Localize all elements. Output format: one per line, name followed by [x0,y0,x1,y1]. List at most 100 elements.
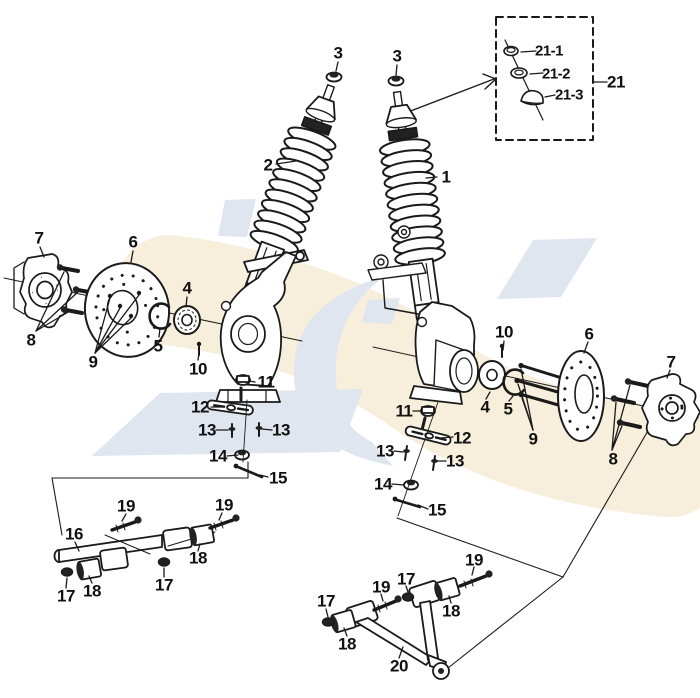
shock-absorber-right [379,90,446,326]
callout-3-left: 3 [333,43,343,63]
assembly-line-left [242,399,248,463]
bearing-right [478,360,506,390]
callout-7-left: 7 [34,228,44,248]
nut-17-left-a [60,567,74,577]
callout-6-right: 6 [584,324,594,344]
callout-21-3: 21-3 [554,86,584,104]
cotter-pin-15-right [392,496,422,509]
callout-19-right-a: 19 [372,577,390,597]
pin-13-left-b [255,422,263,437]
bushing-18-left-b [189,523,215,547]
callout-11-right: 11 [395,401,413,421]
nut-21-1 [503,45,519,57]
bolt-19-right-a [372,595,402,613]
bolt-19-left-a [110,516,142,533]
leader-to-arm-left [51,461,249,536]
watermark-blue-wedge-2 [362,298,400,324]
bushing-18-right-b [434,577,461,602]
callout-14-left: 14 [209,446,227,466]
lower-arm-left [53,526,216,572]
callout-17-left-b: 17 [155,575,173,595]
snap-ring-right [502,368,526,396]
callout-5-right: 5 [503,399,513,419]
callout-15-left: 15 [269,468,287,488]
callout-18-right-a: 18 [338,634,356,654]
callout-11-left: 11 [257,372,275,392]
callout-4-left: 4 [182,278,192,298]
pin-13-right-a [403,445,410,461]
nut-14-left [234,449,250,461]
wheel-hub-right [641,373,700,447]
plate-12-left [206,399,254,416]
callout-leader-lines [35,50,671,659]
nut-17-right-b [401,592,415,602]
watermark-blue-wedge-1 [218,199,256,237]
callout-18-left-b: 18 [189,548,207,568]
steering-knuckle-right [409,301,479,405]
callout-19-left-a: 19 [117,496,135,516]
callout-3-right: 3 [392,46,402,66]
strut-brackets-right [367,225,427,316]
callout-20: 20 [390,656,408,676]
callout-10-right: 10 [495,322,513,342]
callout-12-right: 12 [453,428,471,448]
brake-disc-right [557,350,605,442]
pin-13-left-a [228,423,236,438]
callout-12-left: 12 [191,397,209,417]
callout-7-right: 7 [666,352,676,372]
callout-8-right: 8 [608,449,618,469]
cotter-pin-15-left [233,463,264,479]
callout-2: 2 [263,155,273,175]
assembly-line-right [397,401,439,517]
callout-18-left-a: 18 [83,581,101,601]
disc-bolts-left [107,290,142,319]
callout-15-right: 15 [428,500,446,520]
nut-14-right [403,479,419,491]
callout-10-left: 10 [189,359,207,379]
callout-13-right-a: 13 [376,441,394,461]
bolt-19-left-b [208,514,240,531]
wheel-studs-right [610,378,650,429]
leader-to-arm-right [396,416,657,669]
callout-14-right: 14 [374,474,392,494]
callout-21-2: 21-2 [541,65,571,83]
inset-arrow [407,73,497,113]
callout-19-right-b: 19 [465,550,483,570]
nut-3-left [325,71,343,83]
callout-5-left: 5 [153,336,163,356]
callout-21: 21 [607,72,625,92]
callout-21-1: 21-1 [534,42,564,60]
callout-13-left-b: 13 [272,420,290,440]
callout-6-left: 6 [128,232,138,252]
watermark-blue-band-mid [92,389,363,456]
snap-ring-left [148,302,172,330]
a-arm-right [345,580,450,680]
nut-3-right [387,75,405,87]
callout-4-right: 4 [480,397,490,417]
callout-17-left-a: 17 [57,586,75,606]
bearing-left [173,305,201,335]
callout-13-right-b: 13 [446,451,464,471]
callout-9-right: 9 [528,429,538,449]
callout-9-left: 9 [88,352,98,372]
callout-18-right-b: 18 [442,601,460,621]
pin-13-right-b [431,455,438,471]
callout-19-left-b: 19 [215,495,233,515]
cap-21-3 [520,89,544,106]
callout-1: 1 [441,167,451,187]
callout-16: 16 [65,524,83,544]
callout-8-left: 8 [26,330,36,350]
nut-17-left-b [157,557,171,567]
callout-17-right-b: 17 [397,569,415,589]
nut-17-right-a [321,617,335,627]
watermark-blue-band-top [497,238,597,299]
washer-21-2 [510,67,528,79]
callout-13-left-a: 13 [198,420,216,440]
nut-11-left [235,374,251,402]
callout-17-right-a: 17 [317,591,335,611]
plate-12-right [404,425,452,446]
bushing-18-left-a [76,557,102,581]
bolt-19-right-b [458,570,493,589]
